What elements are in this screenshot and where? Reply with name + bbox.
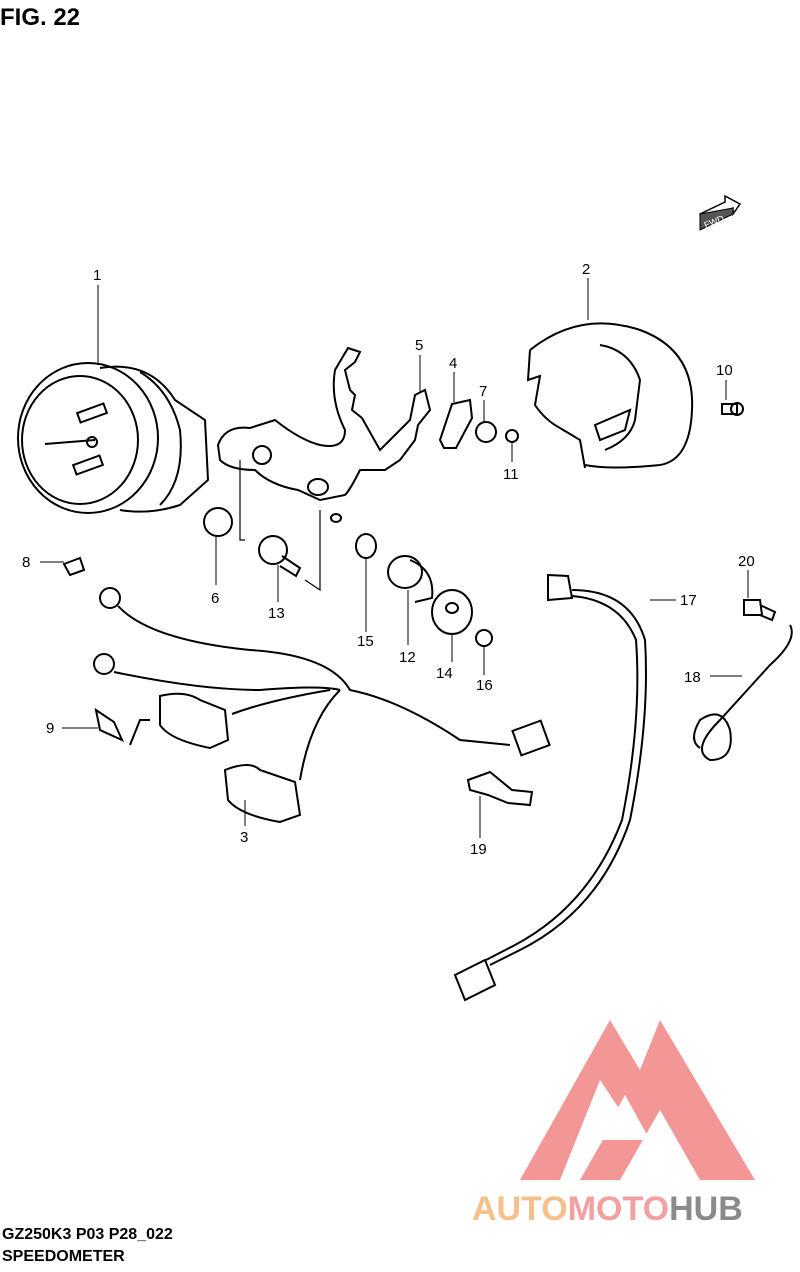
callout-18: 18 (684, 669, 701, 686)
callout-3: 3 (240, 829, 248, 846)
callout-16: 16 (476, 677, 493, 694)
callout-numbers: 1 2 3 4 5 6 7 8 9 10 11 12 13 14 15 16 1… (22, 261, 755, 858)
indicator-bulbs (62, 556, 124, 742)
callout-8: 8 (22, 554, 30, 571)
watermark-part2: MOTO (568, 1190, 669, 1228)
callout-5: 5 (415, 337, 423, 354)
section-name: SPEEDOMETER (2, 1248, 125, 1265)
callout-leaders (40, 278, 749, 838)
speedometer-cable (453, 573, 647, 1002)
callout-14: 14 (436, 665, 453, 682)
callout-20: 20 (738, 553, 755, 570)
watermark-part1: AUTO (472, 1190, 568, 1228)
model-code: GZ250K3 P03 P28_022 (2, 1226, 173, 1243)
speedometer-gauge (17, 362, 210, 514)
callout-9: 9 (46, 720, 54, 737)
spring-clip-bolt (466, 599, 793, 807)
mounting-bracket (216, 346, 432, 523)
callout-12: 12 (399, 649, 416, 666)
watermark-part3: HUB (669, 1190, 743, 1228)
figure-title: FIG. 22 (0, 4, 81, 31)
small-hardware (438, 398, 744, 449)
callout-7: 7 (479, 383, 487, 400)
watermark-text: AUTOMOTOHUB (472, 1190, 743, 1228)
callout-17: 17 (680, 592, 697, 609)
callout-4: 4 (449, 355, 457, 372)
fwd-arrow-icon: FWD (698, 194, 742, 231)
callout-6: 6 (211, 590, 219, 607)
callout-15: 15 (357, 633, 374, 650)
callout-10: 10 (716, 362, 733, 379)
callout-13: 13 (268, 605, 285, 622)
watermark-logo (520, 1020, 755, 1180)
gauge-cover (526, 322, 694, 469)
callout-2: 2 (582, 261, 590, 278)
grommets-and-bolts (203, 507, 493, 647)
bracket-leader-lines (239, 460, 321, 592)
callout-19: 19 (470, 841, 487, 858)
callout-11: 11 (503, 466, 519, 483)
callout-1: 1 (93, 267, 101, 284)
wiring-harness (93, 587, 551, 824)
svg-text:AUTOMOTOHUB: AUTOMOTOHUB (472, 1190, 743, 1228)
